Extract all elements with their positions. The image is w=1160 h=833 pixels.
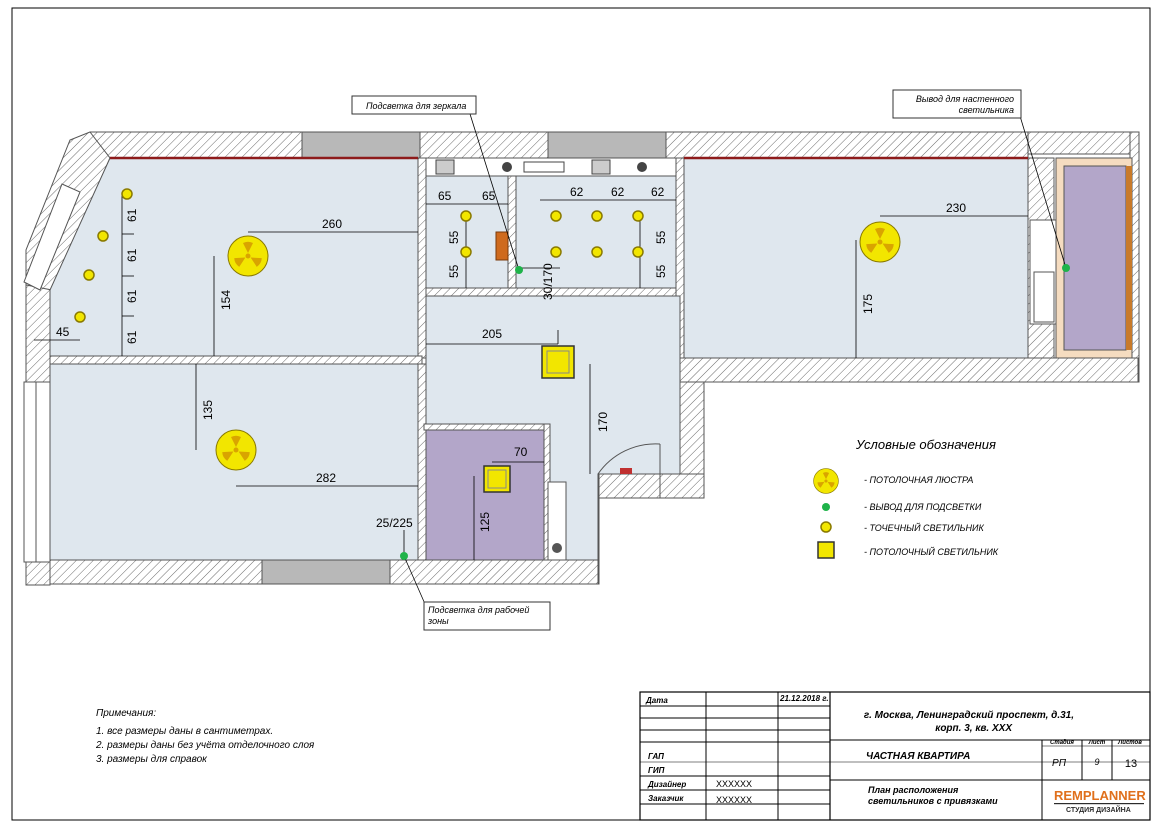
dim-label: 55 <box>654 230 668 244</box>
spot-light-icon <box>591 246 603 258</box>
dim-label: 205 <box>482 327 502 341</box>
project-name: ЧАСТНАЯ КВАРТИРА <box>866 751 970 762</box>
dim-label: 135 <box>201 400 215 420</box>
spot-light-icon <box>550 210 562 222</box>
note-item: 3. размеры для справок <box>96 754 207 765</box>
spot-light-icon <box>460 210 472 222</box>
callout-wall-lamp: Вывод для настенного светильника <box>892 89 1022 119</box>
legend-item: - ВЫВОД ДЛЯ ПОДСВЕТКИ <box>864 502 982 512</box>
logo-brand: REMPLANNER <box>1054 788 1146 803</box>
dim-label: 61 <box>125 289 139 303</box>
callout-mirror-light: Подсветка для зеркала <box>351 95 477 115</box>
dim-label: 154 <box>219 290 233 310</box>
svg-text:Подсветка для рабочей: Подсветка для рабочей <box>428 605 529 615</box>
dim-label: 62 <box>651 185 665 199</box>
chandelier-icon <box>227 235 269 277</box>
dim-label: 65 <box>438 189 452 203</box>
client-value: XXXXXX <box>716 795 752 805</box>
gap-label: ГАП <box>648 752 664 761</box>
dim-label: 260 <box>322 217 342 231</box>
spot-light-icon <box>820 521 832 533</box>
dim-label: 70 <box>514 445 528 459</box>
dim-label: 230 <box>946 201 966 215</box>
dim-label: 45 <box>56 325 70 339</box>
dim-label: 61 <box>125 248 139 262</box>
spot-light-icon <box>74 311 86 323</box>
drawing-title: План расположения <box>868 785 959 795</box>
address-line2: корп. 3, кв. XXX <box>935 723 1013 734</box>
dim-label: 55 <box>654 264 668 278</box>
address-line1: г. Москва, Ленинградский проспект, д.31, <box>864 710 1074 721</box>
designer-label: Дизайнер <box>647 780 686 789</box>
outlet-dot-icon <box>1062 264 1070 272</box>
mirror-cabinet <box>495 231 509 261</box>
dim-label: 61 <box>125 330 139 344</box>
dim-label: 25/225 <box>376 516 413 530</box>
title-block: Дата 21.12.2018 г. ГАП ГИП Дизайнер XXXX… <box>639 691 1151 821</box>
ceiling-square-light-icon <box>817 541 835 559</box>
svg-text:зоны: зоны <box>427 616 449 626</box>
dimension-lines <box>34 192 1028 560</box>
callout-leaders <box>403 113 1067 605</box>
outlet-dot-icon <box>515 266 523 274</box>
spot-lights <box>74 188 644 323</box>
legend-item: - ПОТОЛОЧНЫЙ СВЕТИЛЬНИК <box>864 546 999 557</box>
spot-light-icon <box>83 269 95 281</box>
chandelier-icon <box>215 429 257 471</box>
dim-label: 65 <box>482 189 496 203</box>
note-item: 2. размеры даны без учёта отделочного сл… <box>96 740 315 751</box>
spot-light-icon <box>121 188 133 200</box>
dim-label: 61 <box>125 208 139 222</box>
dim-label: 62 <box>570 185 584 199</box>
drawing-title: светильников с привязками <box>868 796 998 806</box>
dim-label: 125 <box>478 512 492 532</box>
spot-light-icon <box>632 210 644 222</box>
stage-label: Стадия <box>1050 740 1074 746</box>
sheet-frame <box>11 7 1151 821</box>
spot-light-icon <box>632 246 644 258</box>
legend-item: - ПОТОЛОЧНАЯ ЛЮСТРА <box>864 475 973 485</box>
spot-light-icon <box>550 246 562 258</box>
chandelier-icon <box>813 468 839 494</box>
dim-label: 282 <box>316 471 336 485</box>
dim-label: 55 <box>447 230 461 244</box>
outlet-dot-icon <box>400 552 408 560</box>
legend-title: Условные обозначения <box>855 437 996 452</box>
dim-label: 30/170 <box>541 263 555 300</box>
sheet-value: 9 <box>1094 757 1099 767</box>
kitchen-counter <box>425 157 677 177</box>
callout-work-light: Подсветка для рабочей зоны <box>423 601 551 631</box>
svg-text:светильника: светильника <box>959 105 1014 115</box>
legend: Условные обозначения - ПОТОЛОЧНАЯ ЛЮСТРА… <box>813 437 999 559</box>
spot-light-icon <box>460 246 472 258</box>
designer-value: XXXXXX <box>716 779 752 789</box>
ceiling-square-lights <box>483 345 575 493</box>
outlet-dot-icon <box>822 503 830 511</box>
legend-item: - ТОЧЕЧНЫЙ СВЕТИЛЬНИК <box>864 522 984 533</box>
date-value: 21.12.2018 г. <box>779 694 829 703</box>
stage-value: РП <box>1052 758 1067 769</box>
dim-label: 62 <box>611 185 625 199</box>
client-label: Заказчик <box>648 794 684 803</box>
doors <box>547 271 1055 561</box>
notes-title: Примечания: <box>96 708 157 719</box>
dim-label: 55 <box>447 264 461 278</box>
gip-label: ГИП <box>648 766 665 775</box>
spot-light-icon <box>97 230 109 242</box>
sheets-value: 13 <box>1125 758 1137 770</box>
chandelier-icon <box>859 221 901 263</box>
light-outlets <box>400 264 1070 560</box>
spot-light-icon <box>591 210 603 222</box>
sheets-label: Листов <box>1117 740 1142 746</box>
logo-subtitle: СТУДИЯ ДИЗАЙНА <box>1066 805 1131 814</box>
date-label: Дата <box>645 696 668 705</box>
svg-text:Подсветка для зеркала: Подсветка для зеркала <box>366 101 466 111</box>
note-item: 1. все размеры даны в сантиметрах. <box>96 726 274 737</box>
sheet-label: Лист <box>1088 740 1106 746</box>
svg-text:Вывод для настенного: Вывод для настенного <box>916 94 1014 104</box>
dim-label: 170 <box>596 412 610 432</box>
dim-label: 175 <box>861 294 875 314</box>
